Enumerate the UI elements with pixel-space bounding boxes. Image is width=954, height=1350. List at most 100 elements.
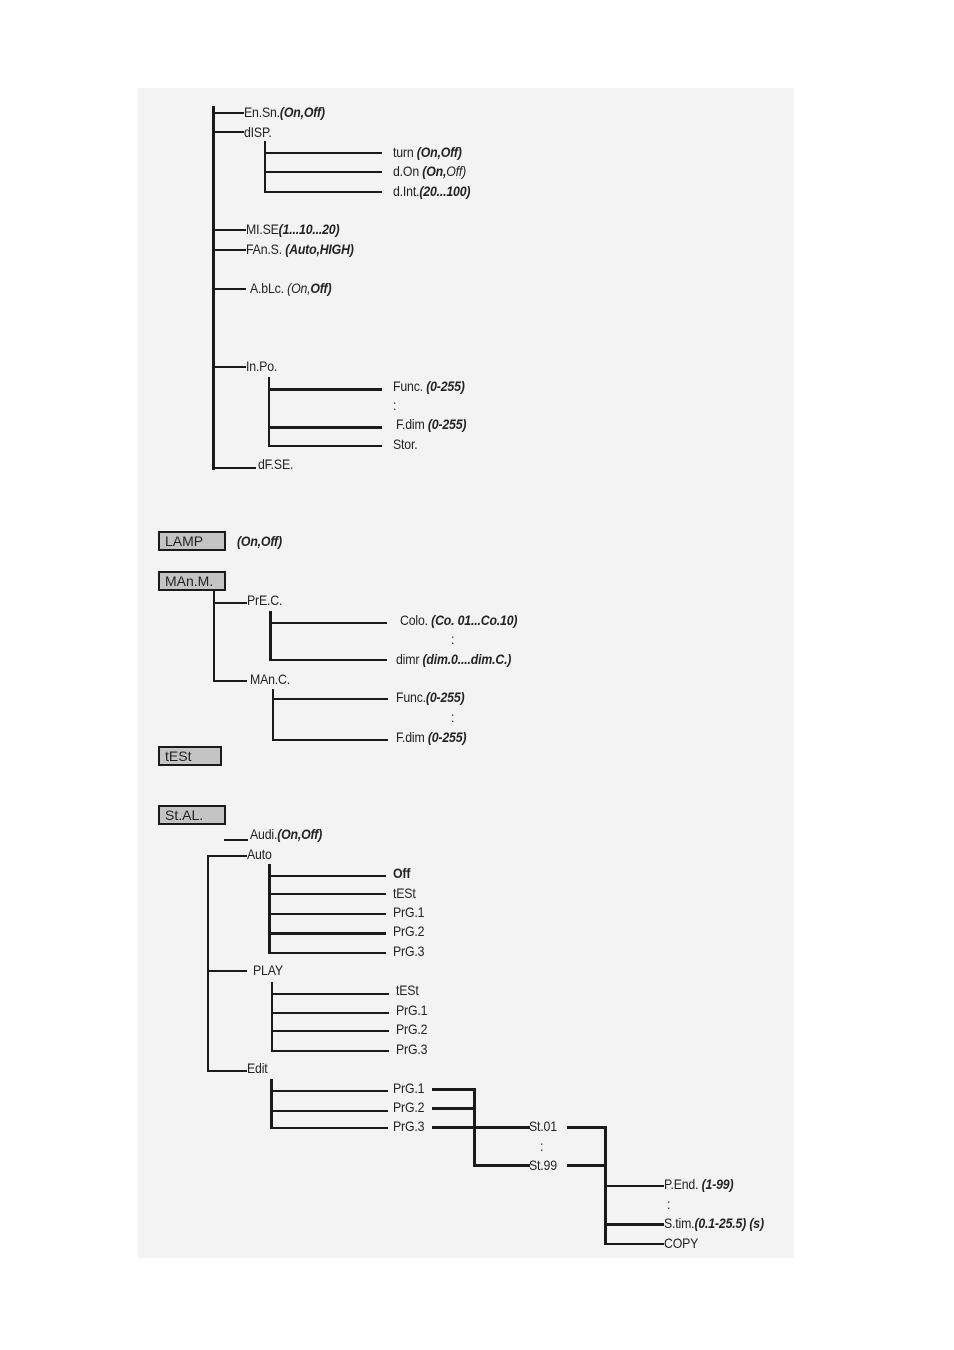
item-turn: turn (On,Off) <box>393 144 462 160</box>
connector <box>473 1088 476 1167</box>
item-d-on: d.On (On,Off) <box>393 163 467 179</box>
connector <box>432 1126 530 1129</box>
item-disp: dISP. <box>244 124 272 140</box>
stal-box: St.AL. <box>158 805 226 825</box>
edit-item: PrG.2 <box>393 1099 425 1115</box>
sub-branch <box>264 191 382 193</box>
auto-item: Off <box>393 865 411 881</box>
sub-branch <box>271 1050 389 1052</box>
colon-ellipsis: : <box>393 397 397 413</box>
colon-ellipsis: : <box>451 631 455 647</box>
item-a-blc: A.bLc. (On,Off) <box>250 280 332 296</box>
sub-branch <box>268 388 382 391</box>
sub-branch <box>268 893 386 895</box>
sub-branch <box>271 1012 389 1014</box>
sub-branch <box>271 993 389 995</box>
sub-trunk <box>268 864 271 954</box>
item-play: PLAY <box>253 962 283 978</box>
sub-branch <box>269 622 387 624</box>
sub-branch <box>270 1110 388 1112</box>
item-df-se: dF.SE. <box>258 456 294 472</box>
lamp-options: (On,Off) <box>237 533 282 549</box>
branch-line <box>212 131 244 133</box>
sub-branch <box>604 1223 664 1226</box>
branch-line <box>212 366 246 368</box>
item-colo: Colo. (Co. 01...Co.10) <box>400 612 518 628</box>
branch-line <box>213 602 247 604</box>
colon-ellipsis: : <box>667 1196 671 1212</box>
colon-ellipsis: : <box>540 1138 544 1154</box>
item-audi: Audi.(On,Off) <box>250 826 323 842</box>
play-item: tESt <box>396 982 419 998</box>
branch-line <box>224 839 248 841</box>
branch-line <box>213 680 247 682</box>
sub-branch <box>270 1090 388 1092</box>
manm-box: MAn.M. <box>158 571 226 591</box>
sub-trunk <box>269 611 272 661</box>
sub-branch <box>268 952 386 954</box>
colon-ellipsis: : <box>451 709 455 725</box>
item-stor: Stor. <box>393 436 418 452</box>
sub-branch <box>268 875 386 877</box>
sub-branch <box>604 1185 664 1187</box>
item-fan-s: FAn.S. (Auto,HIGH) <box>246 241 354 257</box>
sub-trunk <box>264 141 266 193</box>
item-in-po: In.Po. <box>246 358 278 374</box>
sub-trunk <box>270 1079 273 1129</box>
sub-branch <box>272 698 388 700</box>
connector <box>473 1164 530 1167</box>
item-f-dim: F.dim (0-255) <box>396 729 467 745</box>
item-auto: Auto <box>247 846 272 862</box>
branch-line <box>207 970 247 972</box>
connector <box>567 1126 606 1129</box>
item-p-end: P.End. (1-99) <box>664 1176 734 1192</box>
test-box: tESt <box>158 746 222 766</box>
connector <box>567 1164 606 1167</box>
play-item: PrG.2 <box>396 1021 428 1037</box>
trunk-line <box>207 855 209 1072</box>
auto-item: PrG.2 <box>393 923 425 939</box>
connector <box>432 1107 474 1110</box>
edit-item: PrG.1 <box>393 1080 425 1096</box>
sub-branch <box>264 171 382 173</box>
branch-line <box>212 288 246 290</box>
edit-item: PrG.3 <box>393 1118 425 1134</box>
sub-branch <box>269 659 387 661</box>
lamp-box: LAMP <box>158 531 226 551</box>
auto-item: PrG.1 <box>393 904 425 920</box>
branch-line <box>212 467 256 469</box>
branch-line <box>212 112 244 114</box>
trunk-line <box>213 591 215 682</box>
item-func: Func.(0-255) <box>396 689 465 705</box>
item-f-dim: F.dim (0-255) <box>396 416 467 432</box>
branch-line <box>207 1070 247 1072</box>
play-item: PrG.3 <box>396 1041 428 1057</box>
item-copy: COPY <box>664 1235 699 1251</box>
item-mi-se: MI.SE(1...10...20) <box>246 221 340 237</box>
branch-line <box>212 249 246 251</box>
sub-branch <box>604 1243 664 1245</box>
item-dimr: dimr (dim.0....dim.C.) <box>396 651 512 667</box>
sub-branch <box>271 1030 389 1032</box>
item-prec: PrE.C. <box>247 592 283 608</box>
diagram-background <box>138 88 794 1258</box>
connector <box>432 1088 474 1091</box>
sub-branch <box>268 445 382 447</box>
sub-trunk <box>271 982 273 1052</box>
branch-line <box>212 229 246 231</box>
item-func: Func. (0-255) <box>393 378 465 394</box>
sub-branch <box>264 152 382 154</box>
sub-trunk <box>272 689 274 741</box>
auto-item: tESt <box>393 885 416 901</box>
item-st01: St.01 <box>529 1118 557 1134</box>
auto-item: PrG.3 <box>393 943 425 959</box>
item-st99: St.99 <box>529 1157 557 1173</box>
sub-trunk <box>268 377 270 447</box>
sub-branch <box>268 913 386 915</box>
sub-branch <box>272 739 388 741</box>
item-s-tim: S.tim.(0.1-25.5) (s) <box>664 1215 764 1231</box>
item-manc: MAn.C. <box>250 671 291 687</box>
branch-line <box>207 855 247 857</box>
sub-branch <box>268 426 382 429</box>
play-item: PrG.1 <box>396 1002 428 1018</box>
